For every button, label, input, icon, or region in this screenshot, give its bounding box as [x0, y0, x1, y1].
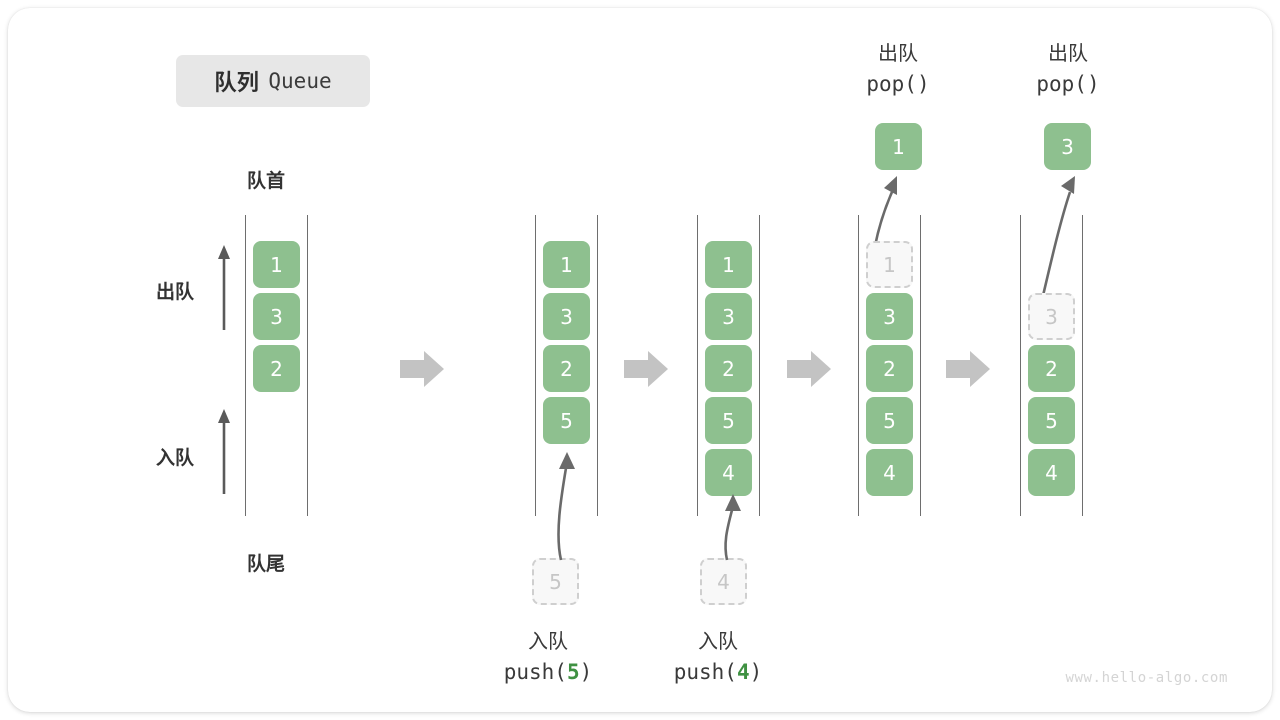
queue-head-label: 队首 [247, 171, 286, 192]
queue-rail-right [307, 215, 308, 516]
queue-cell: 2 [1028, 345, 1075, 392]
queue-rail-right [1082, 215, 1083, 516]
queue-cell-ghost: 1 [866, 241, 913, 288]
title-english: Queue [268, 69, 332, 93]
queue-cell: 5 [543, 397, 590, 444]
operation-chinese: 入队 [528, 631, 568, 653]
step-arrow-icon [787, 351, 831, 387]
queue-rail-left [535, 215, 536, 516]
queue-cell: 1 [543, 241, 590, 288]
queue-rail-right [920, 215, 921, 516]
queue-cell: 2 [253, 345, 300, 392]
queue-cell: 3 [253, 293, 300, 340]
dequeue-direction-arrow-icon [218, 245, 230, 330]
operation-chinese: 入队 [698, 631, 738, 653]
operation-label-push-4: 入队 push(4) [648, 628, 788, 687]
enqueue-direction-arrow-icon [218, 409, 230, 494]
queue-cell: 1 [253, 241, 300, 288]
watermark: www.hello-algo.com [1065, 670, 1228, 686]
operation-code: push(4) [673, 660, 763, 684]
title-chinese: 队列 [214, 70, 260, 95]
queue-rail-left [858, 215, 859, 516]
operation-chinese: 出队 [1048, 43, 1088, 65]
queue-cell: 2 [543, 345, 590, 392]
queue-tail-label: 队尾 [247, 554, 286, 575]
push-arrow-icon [557, 452, 575, 561]
popped-cell: 3 [1044, 123, 1091, 170]
queue-cell: 4 [1028, 449, 1075, 496]
popped-cell: 1 [875, 123, 922, 170]
title-badge: 队列 Queue [176, 55, 370, 107]
enqueue-direction-label: 入队 [156, 448, 195, 469]
operation-code: pop() [866, 72, 930, 96]
queue-rail-left [245, 215, 246, 516]
queue-rail-left [697, 215, 698, 516]
queue-rail-right [597, 215, 598, 516]
operation-label-push-5: 入队 push(5) [478, 628, 618, 687]
operation-chinese: 出队 [878, 43, 918, 65]
queue-cell: 5 [866, 397, 913, 444]
queue-cell: 2 [866, 345, 913, 392]
dequeue-direction-label: 出队 [156, 282, 195, 303]
queue-cell-ghost: 3 [1028, 293, 1075, 340]
operation-label-pop-1: 出队 pop() [828, 40, 968, 99]
push-arrow-icon [724, 494, 741, 561]
step-arrow-icon [946, 351, 990, 387]
diagram-frame: 队列 Queue 队首 队尾 出队 入队 1 3 2 [8, 8, 1272, 712]
operation-label-pop-3: 出队 pop() [998, 40, 1138, 99]
step-arrow-icon [400, 351, 444, 387]
queue-rail-right [759, 215, 760, 516]
incoming-ghost-cell: 5 [532, 558, 579, 605]
queue-cell: 1 [705, 241, 752, 288]
step-arrow-icon [624, 351, 668, 387]
queue-cell: 4 [705, 449, 752, 496]
incoming-ghost-cell: 4 [700, 558, 747, 605]
queue-cell: 5 [1028, 397, 1075, 444]
queue-cell: 3 [543, 293, 590, 340]
pop-arrow-icon [1040, 176, 1075, 301]
pop-arrow-icon [873, 176, 897, 247]
queue-cell: 3 [866, 293, 913, 340]
queue-cell: 3 [705, 293, 752, 340]
operation-code: pop() [1036, 72, 1100, 96]
queue-cell: 5 [705, 397, 752, 444]
queue-cell: 2 [705, 345, 752, 392]
queue-rail-left [1020, 215, 1021, 516]
queue-cell: 4 [866, 449, 913, 496]
operation-code: push(5) [503, 660, 593, 684]
